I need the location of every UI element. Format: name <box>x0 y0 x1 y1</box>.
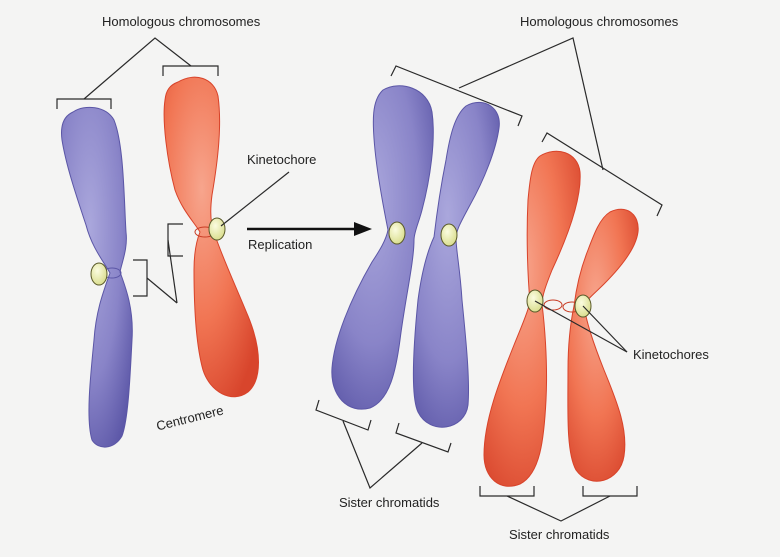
centromere-ring <box>543 299 563 311</box>
kinetochore-icon <box>208 217 226 241</box>
kinetochores-leader <box>534 300 628 353</box>
homologous-chromosomes-label-left: Homologous chromosomes <box>102 14 261 29</box>
homologous-chromosomes-label-right: Homologous chromosomes <box>520 14 679 29</box>
sister-chromatids-bracket-left <box>315 399 452 490</box>
kinetochore-icon <box>440 223 458 247</box>
homologous-bracket-right <box>390 37 663 217</box>
sister-chromatids-label-right: Sister chromatids <box>509 527 610 542</box>
blue-sister-chromatid-1 <box>331 85 434 410</box>
centromere-bracket <box>133 223 183 304</box>
kinetochore-icon <box>90 262 108 286</box>
blue-sister-chromatid-2 <box>412 101 500 428</box>
red-sister-chromatid-1 <box>483 150 581 487</box>
kinetochores-label: Kinetochores <box>633 347 709 362</box>
replication-arrow <box>247 222 372 236</box>
kinetochore-icon <box>388 221 406 245</box>
kinetochore-leader <box>220 171 290 227</box>
sister-chromatids-bracket-right <box>479 486 638 522</box>
homologous-bracket-left <box>56 37 219 109</box>
sister-chromatids-label-left: Sister chromatids <box>339 495 440 510</box>
replication-label: Replication <box>248 237 313 252</box>
blue-chromosome-left <box>61 106 133 448</box>
kinetochore-label: Kinetochore <box>247 152 317 167</box>
red-sister-chromatid-2 <box>567 208 639 482</box>
